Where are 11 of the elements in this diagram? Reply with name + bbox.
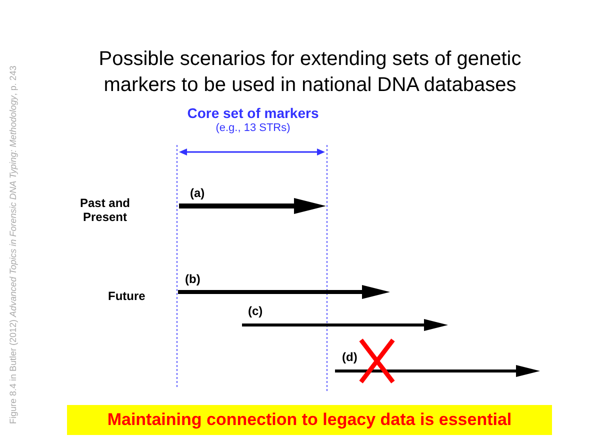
citation: Figure 8.4 in Butler (2012) Advanced Topics in Forensic DNA Typing: Methodology, p. 243 xyxy=(8,66,18,424)
subheading: (e.g., 13 STRs) xyxy=(214,122,292,135)
title: Possible scenarios for extending sets of genetic markers to be used in national DNA databases xyxy=(98,47,522,98)
scenario-label: (a) xyxy=(190,187,205,201)
scenario-label: (b) xyxy=(185,273,200,287)
scenario-label: (c) xyxy=(248,305,263,319)
scenario-label: (d) xyxy=(342,351,358,365)
row-label: Past and Present xyxy=(78,197,131,225)
highlight-banner: Maintaining connection to legacy data is essential xyxy=(67,405,552,435)
row-label: Future xyxy=(108,290,146,304)
heading: Core set of markers xyxy=(186,105,320,122)
